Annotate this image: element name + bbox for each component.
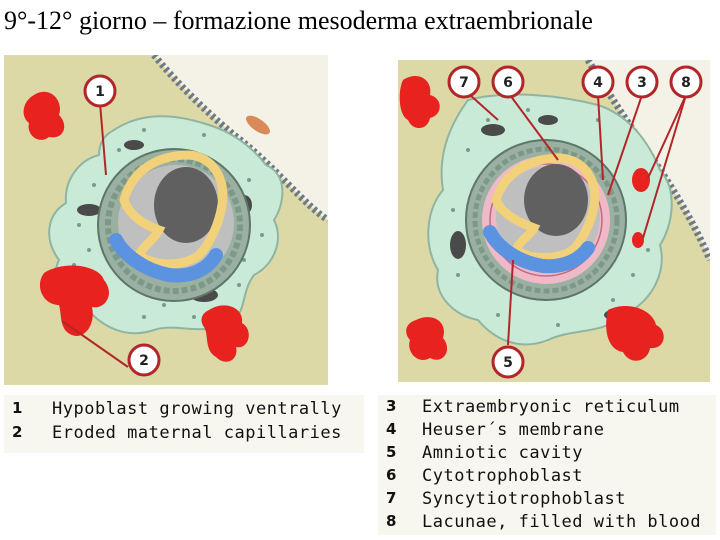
maternal-blood	[399, 75, 664, 361]
legend-label: Lacunae, filled with blood	[422, 512, 702, 532]
callout-3: 3	[625, 65, 659, 99]
callout-7: 7	[447, 65, 481, 99]
epithelium-cells	[151, 52, 330, 223]
svg-text:8: 8	[681, 75, 691, 91]
hypoblast	[483, 225, 595, 274]
legend-label: Hypoblast growing ventrally	[52, 399, 342, 419]
svg-text:4: 4	[593, 75, 603, 91]
legend-label: Eroded maternal capillaries	[52, 423, 342, 443]
legend-right: 3 Extraembryonic reticulum 4 Heuser´s me…	[378, 395, 716, 535]
left-embryo-diagram: 1 2	[4, 52, 330, 385]
right-embryo-diagram: 7 6 4 3 8 5	[398, 58, 714, 382]
svg-text:3: 3	[637, 75, 647, 91]
legend-number: 3	[386, 397, 397, 415]
legend-label: Amniotic cavity	[422, 443, 584, 463]
legend-label: Cytotrophoblast	[422, 466, 584, 486]
legend-number: 7	[386, 489, 397, 507]
legend-label: Extraembryonic reticulum	[422, 397, 680, 417]
legend-left: 1 Hypoblast growing ventrally 2 Eroded m…	[4, 395, 364, 453]
svg-text:5: 5	[503, 355, 513, 371]
callout-4: 4	[581, 65, 615, 99]
page-title: 9°-12° giorno – formazione mesoderma ext…	[4, 6, 593, 35]
maternal-blood	[23, 91, 249, 362]
callout-2: 2	[127, 343, 161, 377]
hypoblast	[109, 233, 223, 283]
legend-number: 8	[386, 512, 397, 530]
svg-text:1: 1	[95, 84, 105, 100]
callout-1: 1	[83, 74, 117, 108]
callout-5: 5	[491, 345, 525, 379]
legend-label: Syncytiotrophoblast	[422, 489, 626, 509]
callout-8: 8	[669, 65, 703, 99]
right-embryo-svg: 7 6 4 3 8 5	[398, 58, 714, 382]
legend-number: 2	[12, 423, 23, 441]
legend-number: 5	[386, 443, 397, 461]
svg-text:6: 6	[503, 75, 513, 91]
callout-6: 6	[491, 65, 525, 99]
cytotrophoblast-cells	[472, 146, 620, 294]
epiblast	[119, 150, 228, 269]
svg-text:2: 2	[139, 353, 149, 369]
legend-number: 6	[386, 466, 397, 484]
legend-number: 1	[12, 399, 23, 417]
right-callout-lines	[469, 94, 687, 346]
amniotic-cavity	[524, 164, 588, 236]
epithelium-vessel	[246, 115, 270, 135]
left-embryo-svg: 1 2	[4, 52, 330, 385]
svg-text:7: 7	[459, 75, 469, 91]
amniotic-cavity	[154, 167, 218, 243]
legend-label: Heuser´s membrane	[422, 420, 605, 440]
heuser-membrane	[489, 163, 603, 277]
left-callout-lines	[61, 102, 129, 368]
legend-number: 4	[386, 420, 397, 438]
